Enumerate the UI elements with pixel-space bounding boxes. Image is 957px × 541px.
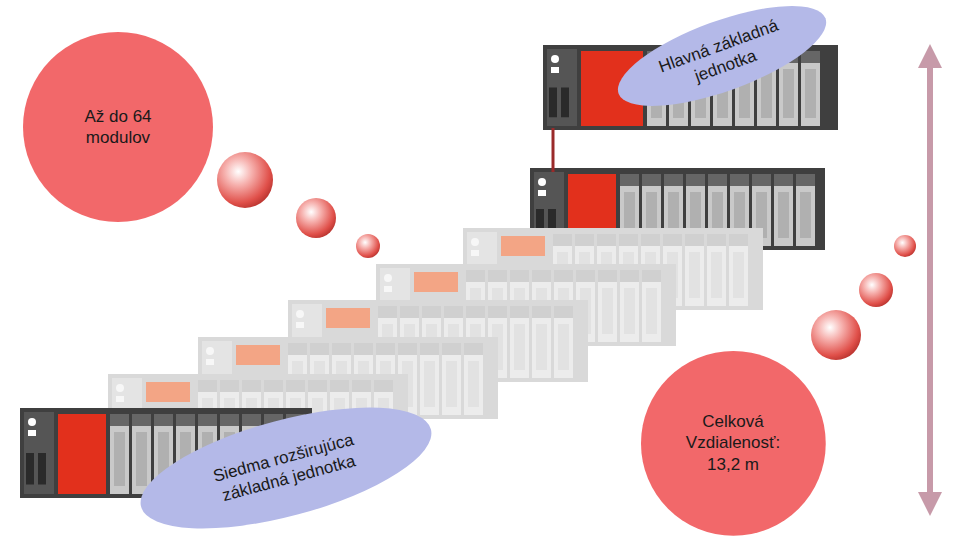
decor-ball	[811, 310, 861, 360]
circle-outline	[23, 32, 213, 222]
decor-ball	[859, 273, 893, 307]
decor-ball	[296, 198, 336, 238]
info-circle: Celková Vzdialenosť: 13,2 m	[641, 351, 826, 536]
decor-ball	[894, 235, 916, 257]
extension-cable	[552, 128, 555, 172]
decor-ball	[356, 234, 380, 258]
distance-arrow	[927, 56, 933, 504]
decor-ball	[217, 152, 273, 208]
node-text: Až do 64 modulov	[58, 106, 178, 149]
callout-ellipse: Siedma rozširujúca základná jednotka	[129, 383, 444, 541]
info-circle: Až do 64 modulov	[23, 32, 213, 222]
callout-ellipse: Hlavná základná jednotka	[607, 0, 838, 127]
node-text: Celková Vzdialenosť: 13,2 m	[671, 411, 796, 475]
